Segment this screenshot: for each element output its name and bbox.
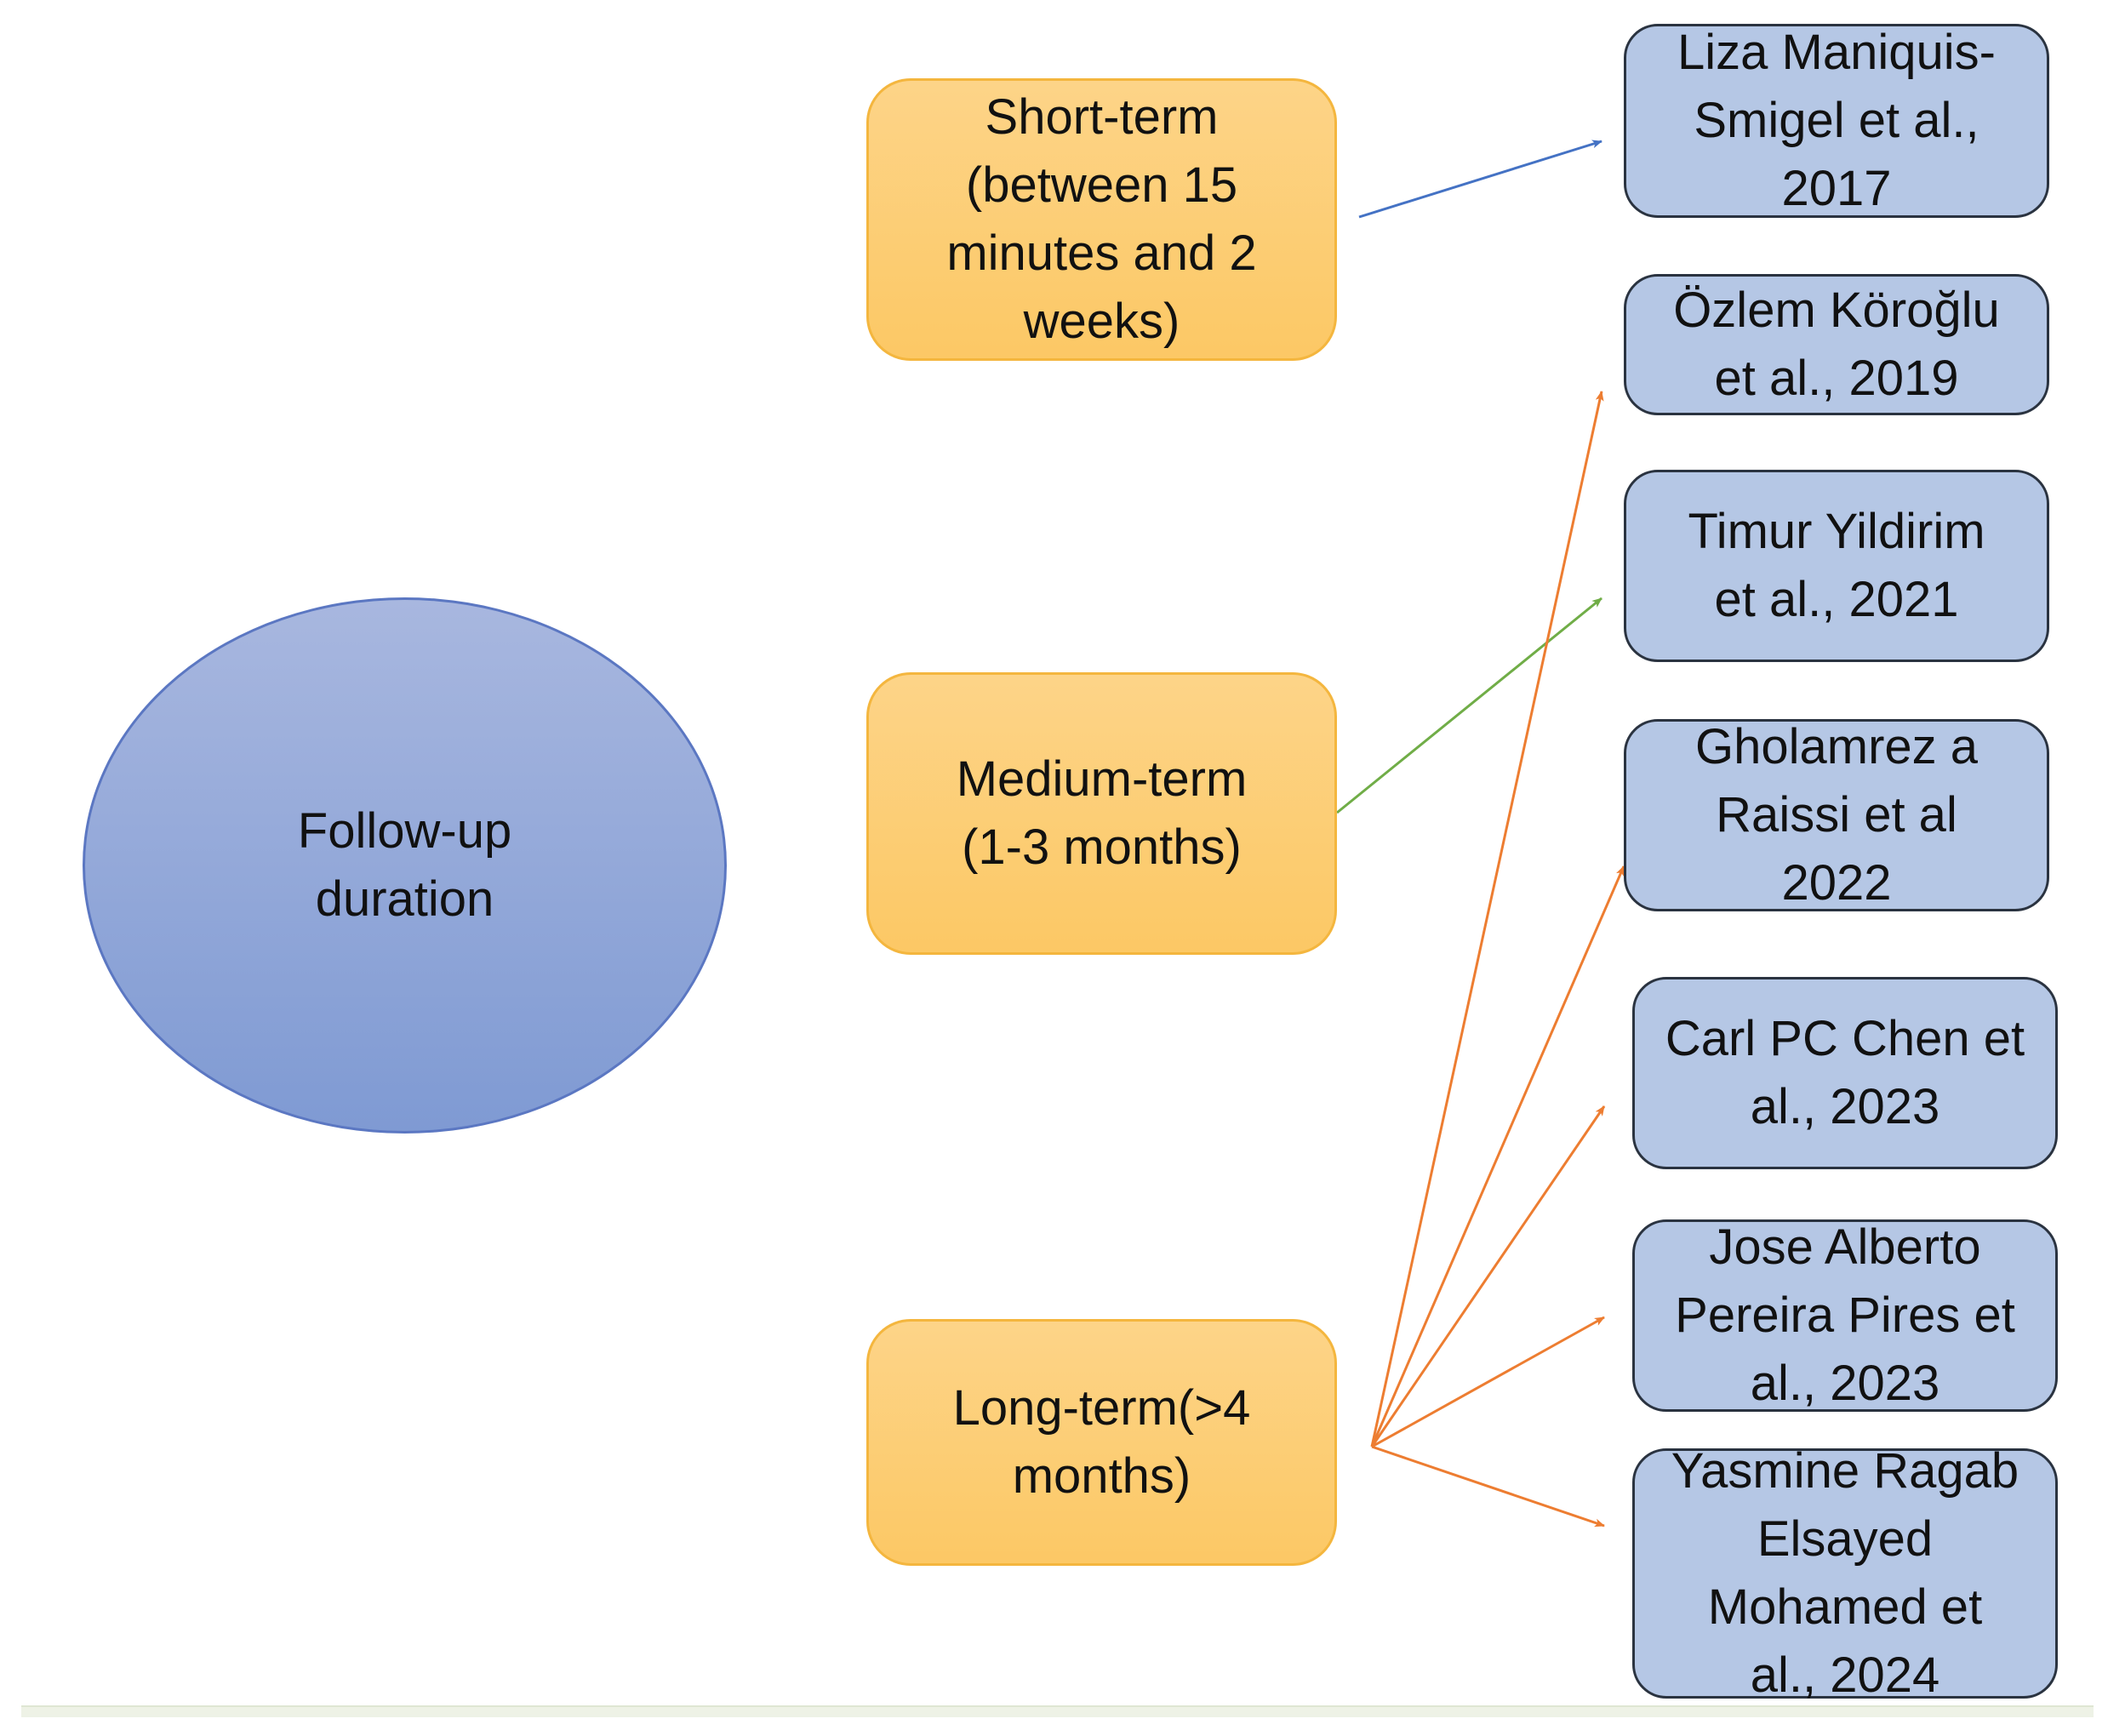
arrow-long-to-study-3 bbox=[1370, 865, 1625, 1448]
study-label: Özlem Köroğlu et al., 2019 bbox=[1673, 283, 2000, 406]
study-label: Jose Alberto Pereira Pires et al., 2023 bbox=[1675, 1219, 2015, 1411]
study-node-pires: Jose Alberto Pereira Pires et al., 2023 bbox=[1632, 1219, 2058, 1412]
arrow-long-to-study-6 bbox=[1371, 1445, 1605, 1528]
study-label: Yasmine Ragab Elsayed Mohamed et al., 20… bbox=[1671, 1443, 2019, 1703]
arrow-long-to-study-1 bbox=[1370, 391, 1604, 1448]
arrow-long-to-study-5 bbox=[1371, 1316, 1605, 1448]
arrow-medium-to-study-2 bbox=[1336, 597, 1602, 814]
medium-term-node: Medium-term (1-3 months) bbox=[866, 672, 1337, 955]
short-term-label: Short-term (between 15 minutes and 2 wee… bbox=[946, 89, 1257, 349]
long-term-node: Long-term(>4 months) bbox=[866, 1319, 1337, 1566]
study-node-maniquis-smigel: Liza Maniquis- Smigel et al., 2017 bbox=[1624, 24, 2049, 218]
study-label: Timur Yildirim et al., 2021 bbox=[1688, 504, 1985, 627]
long-term-label: Long-term(>4 months) bbox=[952, 1380, 1251, 1504]
medium-term-label: Medium-term (1-3 months) bbox=[956, 751, 1248, 875]
study-node-raissi: Gholamrez a Raissi et al 2022 bbox=[1624, 719, 2049, 911]
follow-up-duration-node: Follow-up duration bbox=[83, 597, 727, 1134]
arrow-short-to-study-0 bbox=[1358, 140, 1602, 219]
bottom-divider bbox=[21, 1705, 2094, 1717]
study-node-yildirim: Timur Yildirim et al., 2021 bbox=[1624, 470, 2049, 662]
short-term-node: Short-term (between 15 minutes and 2 wee… bbox=[866, 78, 1337, 361]
arrow-long-to-study-4 bbox=[1370, 1105, 1606, 1448]
study-label: Liza Maniquis- Smigel et al., 2017 bbox=[1677, 25, 1996, 216]
arrow-layer bbox=[1336, 140, 1625, 1528]
study-node-chen: Carl PC Chen et al., 2023 bbox=[1632, 977, 2058, 1169]
study-label: Carl PC Chen et al., 2023 bbox=[1665, 1011, 2025, 1134]
follow-up-duration-label: Follow-up duration bbox=[297, 803, 512, 927]
study-node-mohamed: Yasmine Ragab Elsayed Mohamed et al., 20… bbox=[1632, 1443, 2058, 1703]
study-node-koroglu: Özlem Köroğlu et al., 2019 bbox=[1624, 274, 2049, 415]
study-label: Gholamrez a Raissi et al 2022 bbox=[1694, 719, 1979, 911]
